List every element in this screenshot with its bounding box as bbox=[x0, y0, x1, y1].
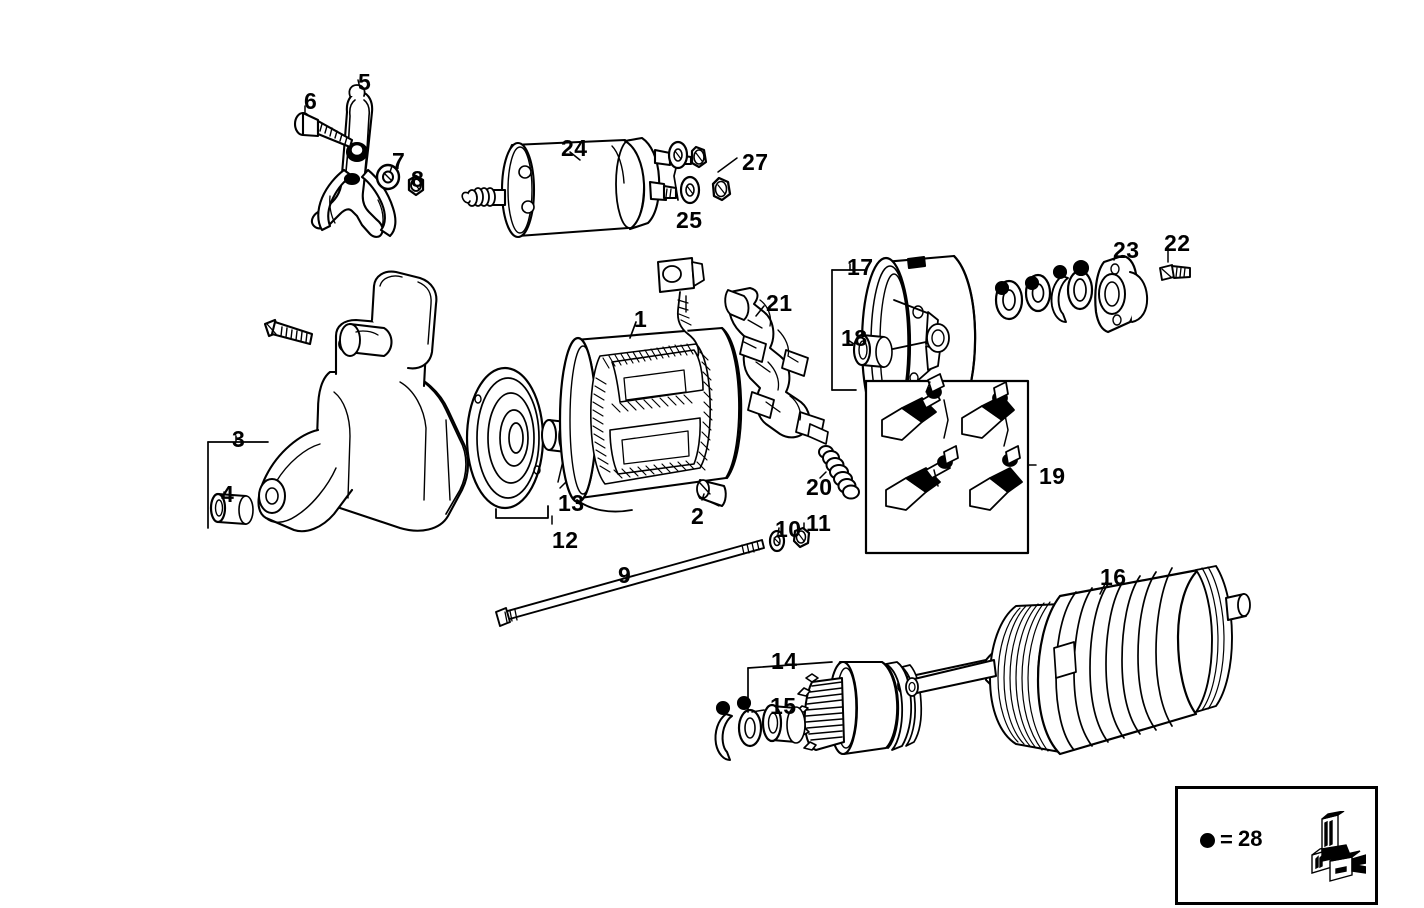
callout-2-pole-shoe-screw: 2 bbox=[691, 503, 705, 529]
part-14-drive-pinion-clutch bbox=[795, 659, 997, 755]
part-19-brush-set bbox=[864, 373, 1030, 555]
part-20-brush-spring bbox=[818, 445, 860, 500]
callout-23-bearing-cover-plate: 23 bbox=[1113, 237, 1140, 263]
callout-11-nut: 11 bbox=[806, 510, 832, 536]
callout-19-brush-set: 19 bbox=[1039, 463, 1066, 489]
callout-4-bushing: 4 bbox=[221, 481, 235, 507]
callout-20-brush-spring: 20 bbox=[806, 474, 833, 500]
housing-bolt bbox=[263, 318, 314, 346]
callout-17-commutator-end-shield: 17 bbox=[847, 254, 874, 280]
legend-box: = 28 bbox=[1175, 786, 1378, 905]
callout-6-lever-pivot-bolt: 6 bbox=[304, 88, 318, 114]
part-24-solenoid-switch bbox=[461, 136, 693, 239]
callout-9-through-bolt: 9 bbox=[618, 562, 632, 588]
part-17-shim-stack bbox=[994, 259, 1094, 323]
legend-dot-icon bbox=[1200, 833, 1215, 848]
callout-8-nut: 8 bbox=[411, 166, 425, 192]
callout-21-brush-holder-plate: 21 bbox=[766, 290, 793, 316]
part-22-screw bbox=[1159, 264, 1191, 281]
part-25-27-washers-nuts bbox=[667, 140, 732, 205]
legend-value: 28 bbox=[1238, 826, 1263, 851]
part-18-bushing bbox=[852, 333, 893, 369]
callout-24-solenoid-switch: 24 bbox=[561, 135, 588, 161]
part-6-lever-pivot-bolt bbox=[293, 111, 354, 149]
leader-lines bbox=[207, 79, 1169, 713]
part-1-field-coil-stator bbox=[558, 257, 743, 513]
part-5-engagement-lever bbox=[310, 84, 397, 238]
part-23-bearing-cover-plate bbox=[1094, 254, 1149, 334]
callout-3-drive-end-housing: 3 bbox=[232, 426, 246, 452]
part-11-nut bbox=[792, 526, 811, 549]
callout-13-bushing: 13 bbox=[558, 490, 585, 516]
callout-25-washer: 25 bbox=[676, 207, 703, 233]
callout-1-field-coil-stator-housing: 1 bbox=[634, 306, 648, 332]
part-10-lock-washer bbox=[768, 529, 786, 553]
part-2-pole-shoe-screw bbox=[696, 479, 727, 507]
part-4-bushing bbox=[209, 492, 254, 526]
part-21-brush-holder-plate bbox=[724, 287, 829, 445]
callout-15-stop-ring-collar-set: 15 bbox=[770, 693, 797, 719]
callout-14-drive-pinion-overrunning-clutch: 14 bbox=[771, 648, 798, 674]
callout-16-armature: 16 bbox=[1100, 564, 1127, 590]
callout-10-lock-washer: 10 bbox=[775, 516, 802, 542]
callout-5-engagement-lever-fork: 5 bbox=[358, 69, 372, 95]
part-8-nut bbox=[407, 174, 425, 197]
legend-equals: = bbox=[1220, 827, 1233, 852]
callout-18-bushing: 18 bbox=[841, 325, 868, 351]
callout-7-washer: 7 bbox=[392, 148, 406, 174]
legend-parts-icon bbox=[1311, 811, 1366, 882]
part-3-drive-end-housing bbox=[257, 270, 470, 533]
callout-22-screw: 22 bbox=[1164, 230, 1191, 256]
callout-27-nut: 27 bbox=[742, 149, 769, 175]
part-7-washer bbox=[375, 163, 401, 191]
part-15-stop-ring-collar-set bbox=[714, 695, 806, 761]
stator-terminal bbox=[657, 257, 705, 357]
callout-12-end-shield-assembly: 12 bbox=[552, 527, 579, 553]
part-9-through-bolt bbox=[495, 539, 765, 627]
